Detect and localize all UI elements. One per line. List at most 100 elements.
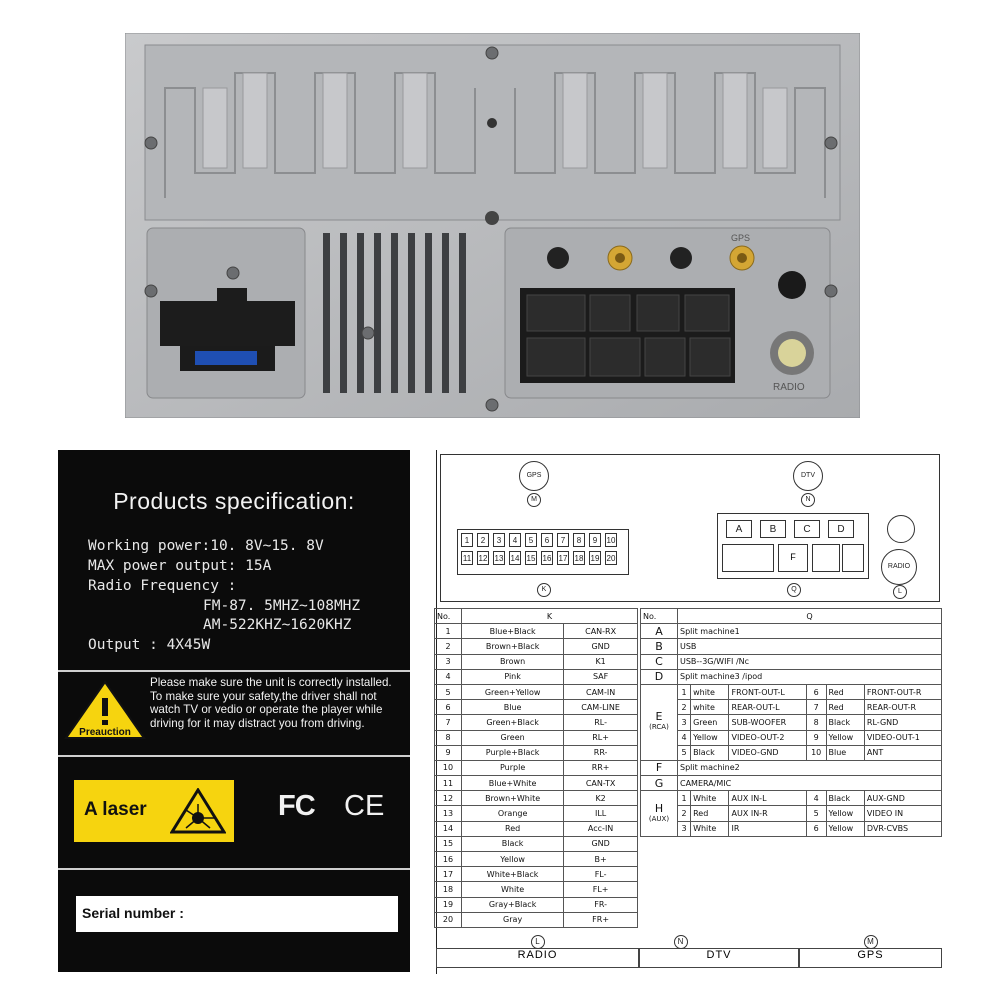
pin-number-cell: 11 (434, 775, 462, 792)
footer-dtv-label: DTV (706, 949, 732, 961)
wire-color-cell: Brown (460, 653, 565, 670)
warning-label: Preauction (79, 727, 131, 738)
cell: 2 (676, 699, 692, 716)
pin-number-cell: 12 (434, 790, 462, 807)
k-pin: 17 (557, 551, 569, 565)
q-marker: Q (787, 583, 801, 597)
pin-number-cell: 2 (434, 638, 462, 655)
signal-name-cell: CAN-TX (563, 775, 638, 792)
signal-name-cell: RR- (563, 744, 638, 761)
signal-name-cell: CAM-LINE (563, 699, 638, 716)
header-k: K (461, 607, 638, 625)
divider (58, 755, 410, 757)
letter-g: G (640, 775, 678, 792)
k-pin: 7 (557, 533, 569, 547)
signal-name-cell: GND (563, 638, 638, 655)
letter-a: A (640, 623, 678, 640)
group-sub: (AUX) (648, 814, 670, 823)
table-header: No.Q (640, 607, 942, 625)
signal-name-cell: RL- (563, 714, 638, 731)
letter-c: C (640, 653, 678, 670)
output-power: Output : 4X45W (88, 637, 211, 653)
cell: White (690, 790, 730, 807)
cell: Blue (825, 744, 865, 761)
wire-color-cell: Blue+White (460, 775, 565, 792)
cell: 10 (805, 744, 827, 761)
wire-color-cell: Red (460, 820, 565, 837)
f-socket: F (778, 544, 808, 572)
k-pin: 20 (605, 551, 617, 565)
row-g-function: CAMERA/MIC (677, 775, 942, 792)
k-pin: 10 (605, 533, 617, 547)
k-pin: 15 (525, 551, 537, 565)
footer-radio: L RADIO (436, 935, 639, 968)
cell: 4 (805, 790, 827, 807)
letter-d: D (640, 668, 678, 685)
cell: white (690, 699, 730, 716)
wire-color-cell: Blue (460, 699, 565, 716)
k-marker: K (537, 583, 551, 597)
q-block-c: C (794, 520, 820, 538)
max-power-output: MAX power output: 15A (88, 558, 272, 574)
cell: Red (825, 699, 865, 716)
pin-number-cell: 8 (434, 729, 462, 746)
cell: 3 (676, 714, 692, 731)
pin-number-cell: 1 (434, 623, 462, 640)
cell: 8 (805, 714, 827, 731)
pin-number-cell: 20 (434, 911, 462, 928)
k-pin: 5 (525, 533, 537, 547)
wire-color-cell: White+Black (460, 866, 565, 883)
row-a-function: Split machine1 (677, 623, 942, 640)
cell: Yellow (825, 729, 865, 746)
safety-warning-text: Please make sure the unit is correctly i… (150, 676, 392, 730)
cell: FRONT-OUT-R (863, 683, 943, 701)
pin-number-cell: 9 (434, 744, 462, 761)
footer-l-marker: L (531, 935, 545, 949)
cell: Green (690, 714, 730, 731)
pin-number-cell: 3 (434, 653, 462, 670)
signal-name-cell: FR- (563, 896, 638, 913)
g-socket (812, 544, 840, 572)
wire-color-cell: Purple+Black (460, 744, 565, 761)
row-d-function: Split machine3 /ipod (677, 668, 942, 685)
table-header: No.K (434, 607, 638, 625)
k-pin: 16 (541, 551, 553, 565)
cell: VIDEO-OUT-2 (728, 729, 807, 746)
dtv-circle: DTV (793, 461, 823, 491)
group-letter: E (655, 710, 663, 724)
cell: 7 (805, 699, 827, 716)
footer-dtv: N DTV (639, 935, 799, 968)
k-pin: 19 (589, 551, 601, 565)
radio-frequency-label: Radio Frequency : (88, 578, 237, 594)
signal-name-cell: CAN-RX (563, 623, 638, 640)
pin-number-cell: 4 (434, 668, 462, 685)
cell: White (690, 820, 730, 837)
divider (58, 670, 410, 672)
radio-port-ring (887, 515, 915, 543)
k-pin: 18 (573, 551, 585, 565)
pin-number-cell: 5 (434, 683, 462, 701)
m-marker: M (527, 493, 541, 507)
